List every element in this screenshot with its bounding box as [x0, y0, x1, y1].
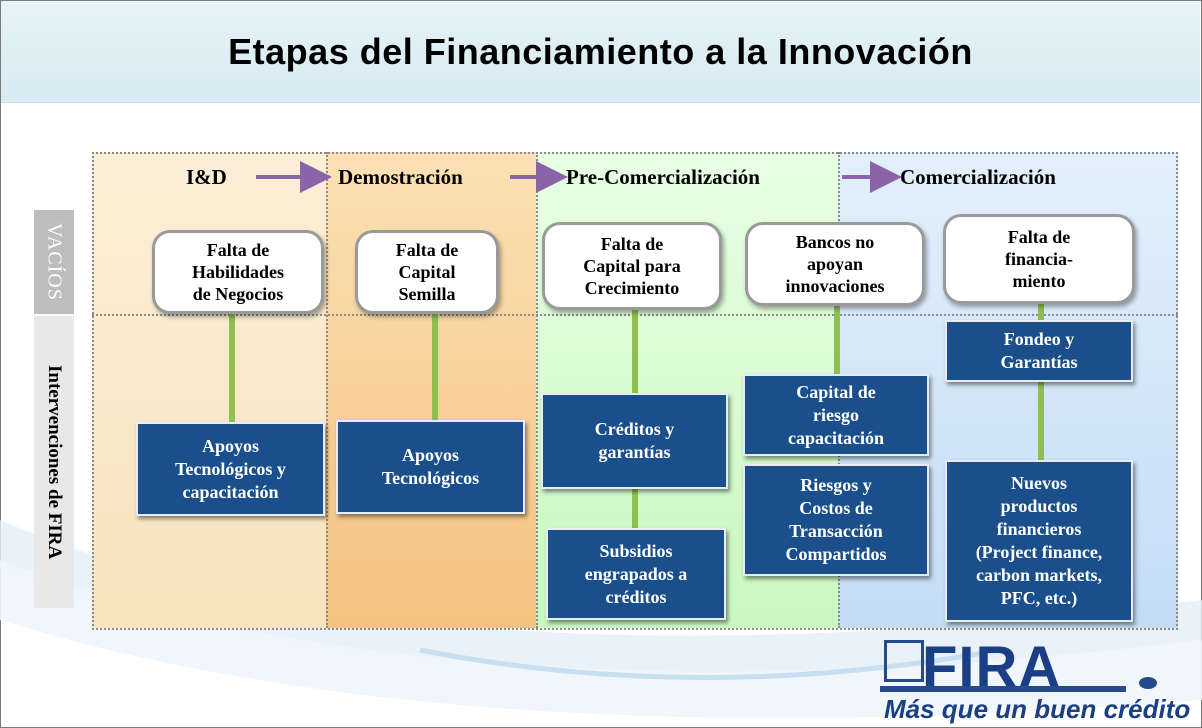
intervention-capital-riesgo: Capital de riesgo capacitación — [743, 374, 929, 456]
intervention-riesgos-costos: Riesgos y Costos de Transacción Comparti… — [743, 464, 929, 576]
intervention-subsidios: Subsidios engrapados a créditos — [546, 528, 726, 620]
intervention-creditos-garantias: Créditos y garantías — [541, 393, 728, 489]
intervention-text: Fondeo y Garantías — [1000, 329, 1078, 372]
intervention-text: Apoyos Tecnológicos — [381, 445, 480, 488]
title-bar: Etapas del Financiamiento a la Innovació… — [1, 1, 1200, 103]
gap-box-financiamiento: Falta de financia- miento — [943, 214, 1135, 304]
gap-text: Bancos no apoyan innovaciones — [785, 232, 885, 296]
slide-title: Etapas del Financiamiento a la Innovació… — [228, 31, 973, 72]
column-divider — [326, 152, 328, 628]
intervention-text: Nuevos productos financieros (Project fi… — [975, 473, 1103, 608]
side-label-intervenciones-text: Intervenciones de FIRA — [44, 364, 65, 560]
side-label-intervenciones: Intervenciones de FIRA — [34, 316, 74, 608]
fira-tagline-bar — [880, 686, 1126, 692]
matrix-border — [92, 152, 1178, 630]
connector-stem — [1038, 300, 1044, 324]
side-label-vacios: VACÍOS — [34, 210, 74, 314]
connector-stem — [432, 313, 438, 424]
fira-slogan: Más que un buen crédito — [884, 694, 1191, 724]
intervention-nuevos-productos: Nuevos productos financieros (Project fi… — [945, 460, 1133, 622]
intervention-apoyos-tecnologicos: Apoyos Tecnológicos — [336, 420, 525, 514]
gap-text: Falta de Capital Semilla — [395, 240, 459, 304]
fira-logo: FIRA Más que un buen crédito — [876, 635, 1190, 726]
stage-label-comercializacion: Comercialización — [900, 165, 1056, 189]
connector-stem — [632, 308, 638, 394]
gap-text: Falta de financia- miento — [1004, 227, 1073, 291]
stage-label-precomercializacion: Pre-Comercialización — [566, 165, 760, 189]
stage-label-demostracion: Demostración — [338, 165, 463, 189]
connector-stem — [1038, 381, 1044, 462]
gap-text: Falta de Capital para Crecimiento — [583, 234, 681, 298]
gap-box-capital-semilla: Falta de Capital Semilla — [355, 230, 499, 314]
intervention-text: Subsidios engrapados a créditos — [584, 540, 688, 607]
gap-box-capital-crecimiento: Falta de Capital para Crecimiento — [542, 222, 722, 310]
side-label-vacios-text: VACÍOS — [43, 223, 66, 301]
intervention-text: Apoyos Tecnológicos y capacitación — [175, 435, 286, 502]
fira-emblem-icon — [884, 640, 924, 682]
gap-text: Falta de Habilidades de Negocios — [191, 240, 285, 304]
esr-emblem-icon — [1139, 677, 1157, 689]
gap-box-bancos: Bancos no apoyan innovaciones — [745, 222, 925, 306]
intervention-fondeo-garantias: Fondeo y Garantías — [945, 320, 1133, 382]
connector-stem — [632, 488, 638, 530]
esr-badge — [1162, 677, 1184, 689]
intervention-text: Créditos y garantías — [594, 419, 675, 462]
connector-stem — [834, 303, 840, 377]
gap-box-habilidades: Falta de Habilidades de Negocios — [152, 230, 324, 314]
column-divider — [536, 152, 538, 628]
connector-stem — [229, 313, 235, 424]
intervention-text: Riesgos y Costos de Transacción Comparti… — [785, 475, 887, 564]
stage-label-id: I&D — [186, 165, 227, 189]
intervention-text: Capital de riesgo capacitación — [788, 381, 884, 448]
intervention-apoyos-capacitacion: Apoyos Tecnológicos y capacitación — [136, 422, 325, 516]
